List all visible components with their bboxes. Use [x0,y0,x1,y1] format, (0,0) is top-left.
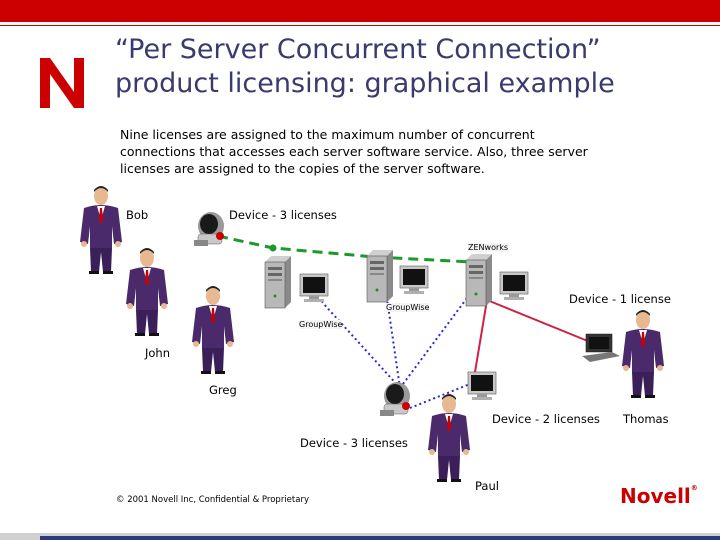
greg-phone-device-icon [380,382,410,416]
monitor-3-icon [500,272,528,300]
thomas-laptop-icon [582,334,620,362]
greg-person-icon [192,286,234,374]
device-label-bob: Device - 3 licenses [229,208,337,222]
server-3-icon [466,254,492,306]
novell-wordmark-logo: Novell® [620,484,698,508]
person-label-bob: Bob [126,208,148,222]
person-label-thomas: Thomas [623,412,669,426]
thomas-person-icon [622,310,664,398]
paul-person-icon [428,394,470,482]
device-label-greg: Device - 3 licenses [300,436,408,450]
novell-wordmark-text: Novell [620,484,691,508]
person-label-john: John [145,346,170,360]
person-label-greg: Greg [209,383,237,397]
copyright-footer: © 2001 Novell Inc, Confidential & Propri… [116,495,309,505]
device-label-paul: Device - 2 licenses [492,412,600,426]
monitor-2-icon [400,266,428,294]
bob-person-icon [80,186,122,274]
novell-registered-mark: ® [691,484,698,492]
red-license-links [475,300,600,372]
green-link-dots [215,233,476,266]
server-1-icon [265,256,291,308]
bottom-bar-accent [40,536,720,540]
green-license-link [218,236,472,262]
server-label-groupwise-2: GroupWise [299,320,342,329]
server-label-groupwise-1: GroupWise [386,303,429,312]
server-2-icon [367,250,393,302]
bob-phone-device-icon [194,212,224,246]
john-person-icon [126,248,168,336]
paul-monitor-device-icon [468,372,496,400]
device-label-thomas: Device - 1 license [569,292,671,306]
server-label-zenworks: ZENworks [468,243,508,252]
monitor-1-icon [300,274,328,302]
person-label-paul: Paul [475,479,499,493]
